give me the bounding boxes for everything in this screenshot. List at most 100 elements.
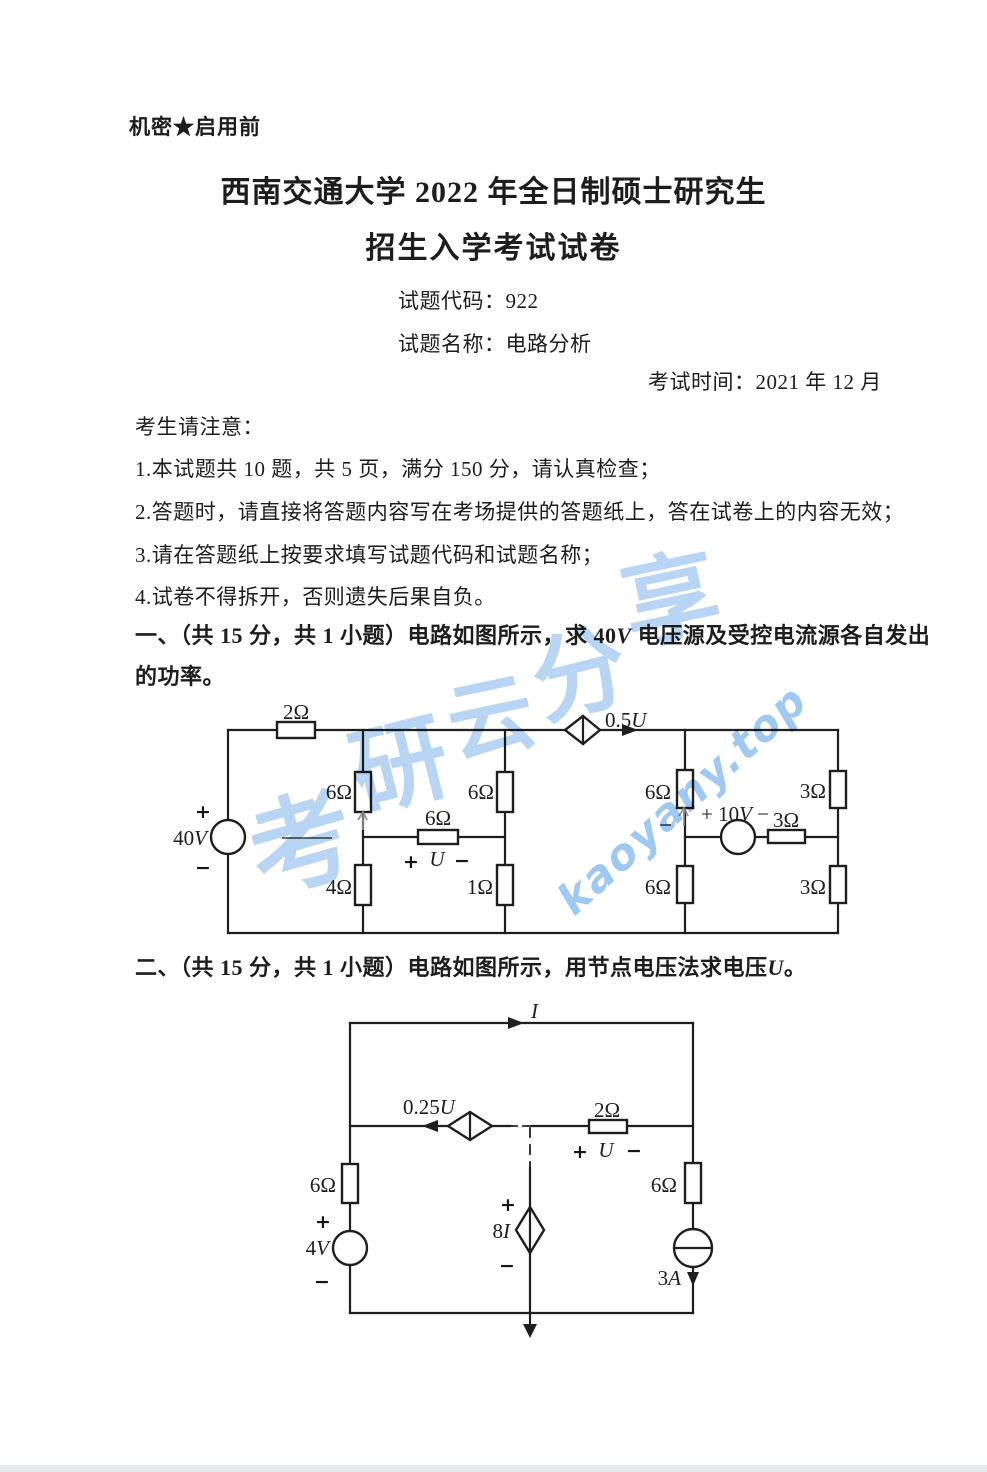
resistor-4ohm-col2-bottom xyxy=(353,863,373,907)
label-6ohm-middle: 6Ω xyxy=(425,806,451,830)
resistor-3ohm-right-bottom xyxy=(828,864,848,905)
question-1-text-pre: 一、（共 15 分，共 1 小题）电路如图所示，求 40 xyxy=(135,623,617,648)
resistor-2ohm-top xyxy=(275,720,317,740)
current-direction-arrow xyxy=(622,724,638,736)
label-4v: 4V xyxy=(306,1236,332,1260)
label-u2: U xyxy=(598,1138,615,1162)
notice-item-2: 2.答题时，请直接将答题内容写在考场提供的答题纸上，答在试卷上的内容无效； xyxy=(135,500,905,524)
unit: V xyxy=(316,1236,331,1260)
label-6ohm-right-c2: 6Ω xyxy=(651,1173,677,1197)
unit: V xyxy=(739,802,754,826)
exam-code: 试题代码：922 xyxy=(398,289,539,313)
minus-sign-u2: − xyxy=(626,1140,642,1162)
minus-sign-u1: − xyxy=(454,850,470,872)
plus-sign-u1: + xyxy=(403,851,419,873)
resistor-3ohm-middle-right xyxy=(766,828,807,845)
label-40v: 40V xyxy=(173,826,209,850)
var: U xyxy=(631,708,648,732)
minus-sign-4v: − xyxy=(314,1271,330,1293)
prefix: + 10 xyxy=(701,802,739,826)
resistor-6ohm-left-c2 xyxy=(340,1162,360,1205)
question-2-text-pre: 二、（共 15 分，共 1 小题）电路如图所示，用节点电压法求电压 xyxy=(135,955,768,980)
scan-artifact-arrow-col4 xyxy=(660,805,689,826)
current-source-3a xyxy=(672,1227,714,1286)
question-2-text-post: 。 xyxy=(783,955,807,980)
label-10v: + 10V − xyxy=(701,802,769,826)
plus-sign-8i: + xyxy=(500,1194,516,1216)
question-1-heading: 一、（共 15 分，共 1 小题）电路如图所示，求 40V 电压源及受控电流源各… xyxy=(135,618,930,650)
current-arrow-i xyxy=(508,1017,524,1029)
voltage-source-10v xyxy=(719,818,757,856)
label-2ohm-c2: 2Ω xyxy=(594,1098,620,1122)
voltage-source-40v xyxy=(209,818,247,856)
label-6ohm-col2-top: 6Ω xyxy=(326,780,352,804)
label-3a: 3A xyxy=(658,1266,682,1290)
question-1-heading-line2: 的功率。 xyxy=(135,664,226,689)
plus-sign-4v: + xyxy=(315,1211,331,1233)
notice-heading: 考生请注意： xyxy=(135,415,264,439)
label-0p5u: 0.5U xyxy=(605,708,648,732)
resistor-6ohm-col4-top xyxy=(675,768,695,810)
label-3ohm-right-bottom: 3Ω xyxy=(800,875,826,899)
label-1ohm: 1Ω xyxy=(467,875,493,899)
notice-item-1: 1.本试题共 10 题，共 5 页，满分 150 分，请认真检查； xyxy=(135,457,661,481)
value: 3 xyxy=(658,1266,669,1290)
notice-item-3: 3.请在答题纸上按要求填写试题代码和试题名称； xyxy=(135,543,604,567)
label-3ohm-middle: 3Ω xyxy=(773,808,799,832)
label-3ohm-right-top: 3Ω xyxy=(800,779,826,803)
question-1-text-post: 电压源及受控电流源各自发出 xyxy=(631,623,931,648)
controlled-voltage-source-8i xyxy=(514,1204,546,1256)
value: 40 xyxy=(173,826,194,850)
label-u1: U xyxy=(429,847,446,871)
minus-sign-8i: − xyxy=(499,1255,515,1277)
label-6ohm-col4-bottom: 6Ω xyxy=(645,875,671,899)
label-6ohm-col3-top: 6Ω xyxy=(468,780,494,804)
resistor-6ohm-middle xyxy=(416,828,460,846)
exam-time: 考试时间：2021 年 12 月 xyxy=(648,370,882,394)
unit: A xyxy=(666,1266,681,1290)
page-title-line2: 招生入学考试试卷 xyxy=(365,232,622,265)
scan-artifact-arrow-col2 xyxy=(357,809,368,830)
circuit-1-wires xyxy=(226,728,840,935)
unit: V xyxy=(194,826,209,850)
suffix: − xyxy=(752,802,769,826)
notice-item-4: 4.试卷不得拆开，否则遗失后果自负。 xyxy=(135,585,496,609)
ground-reference-arrow xyxy=(523,1324,537,1338)
resistor-2ohm-c2 xyxy=(587,1118,629,1135)
resistor-6ohm-col4-bottom xyxy=(675,864,695,905)
circuit-2: I 0.25U 2Ω + U − 6Ω + 4V − xyxy=(306,999,714,1338)
label-8i: 8I xyxy=(493,1219,512,1243)
label-2ohm: 2Ω xyxy=(283,700,309,724)
current-direction-arrow xyxy=(687,1272,699,1286)
var: U xyxy=(440,1095,457,1119)
resistor-6ohm-right-c2 xyxy=(683,1161,703,1205)
resistor-3ohm-right-top xyxy=(828,769,848,810)
coeff: 0.25 xyxy=(403,1095,440,1119)
coeff: 0.5 xyxy=(605,708,631,732)
resistor-6ohm-col3-top xyxy=(495,770,515,814)
current-direction-arrow xyxy=(422,1120,438,1132)
label-i: I xyxy=(530,999,539,1023)
resistor-1ohm-col3-bottom xyxy=(495,863,515,907)
plus-sign-u2: + xyxy=(572,1141,588,1163)
label-6ohm-left-c2: 6Ω xyxy=(310,1173,336,1197)
label-0p25u: 0.25U xyxy=(403,1095,457,1119)
value: 4 xyxy=(306,1236,317,1260)
question-2-var: U xyxy=(767,955,784,980)
coeff: 8 xyxy=(493,1219,504,1243)
minus-sign-40v: − xyxy=(195,857,211,879)
question-1-var: V xyxy=(616,623,632,648)
question-2-heading: 二、（共 15 分，共 1 小题）电路如图所示，用节点电压法求电压U。 xyxy=(135,950,806,982)
label-4ohm: 4Ω xyxy=(326,875,352,899)
var: I xyxy=(502,1219,511,1243)
circuit-1: 2Ω 0.5U 40V + − 6Ω 4Ω 6Ω 1Ω 6Ω + U − 6Ω … xyxy=(173,700,848,935)
exam-name: 试题名称：电路分析 xyxy=(398,332,592,356)
label-6ohm-col4-top: 6Ω xyxy=(645,780,671,804)
controlled-current-source-0p5u xyxy=(563,714,638,746)
plus-sign-40v: + xyxy=(195,801,211,823)
resistor-6ohm-col2-top xyxy=(353,770,373,814)
circuit-2-wires xyxy=(348,1021,695,1328)
confidential-label: 机密★启用前 xyxy=(129,115,261,139)
